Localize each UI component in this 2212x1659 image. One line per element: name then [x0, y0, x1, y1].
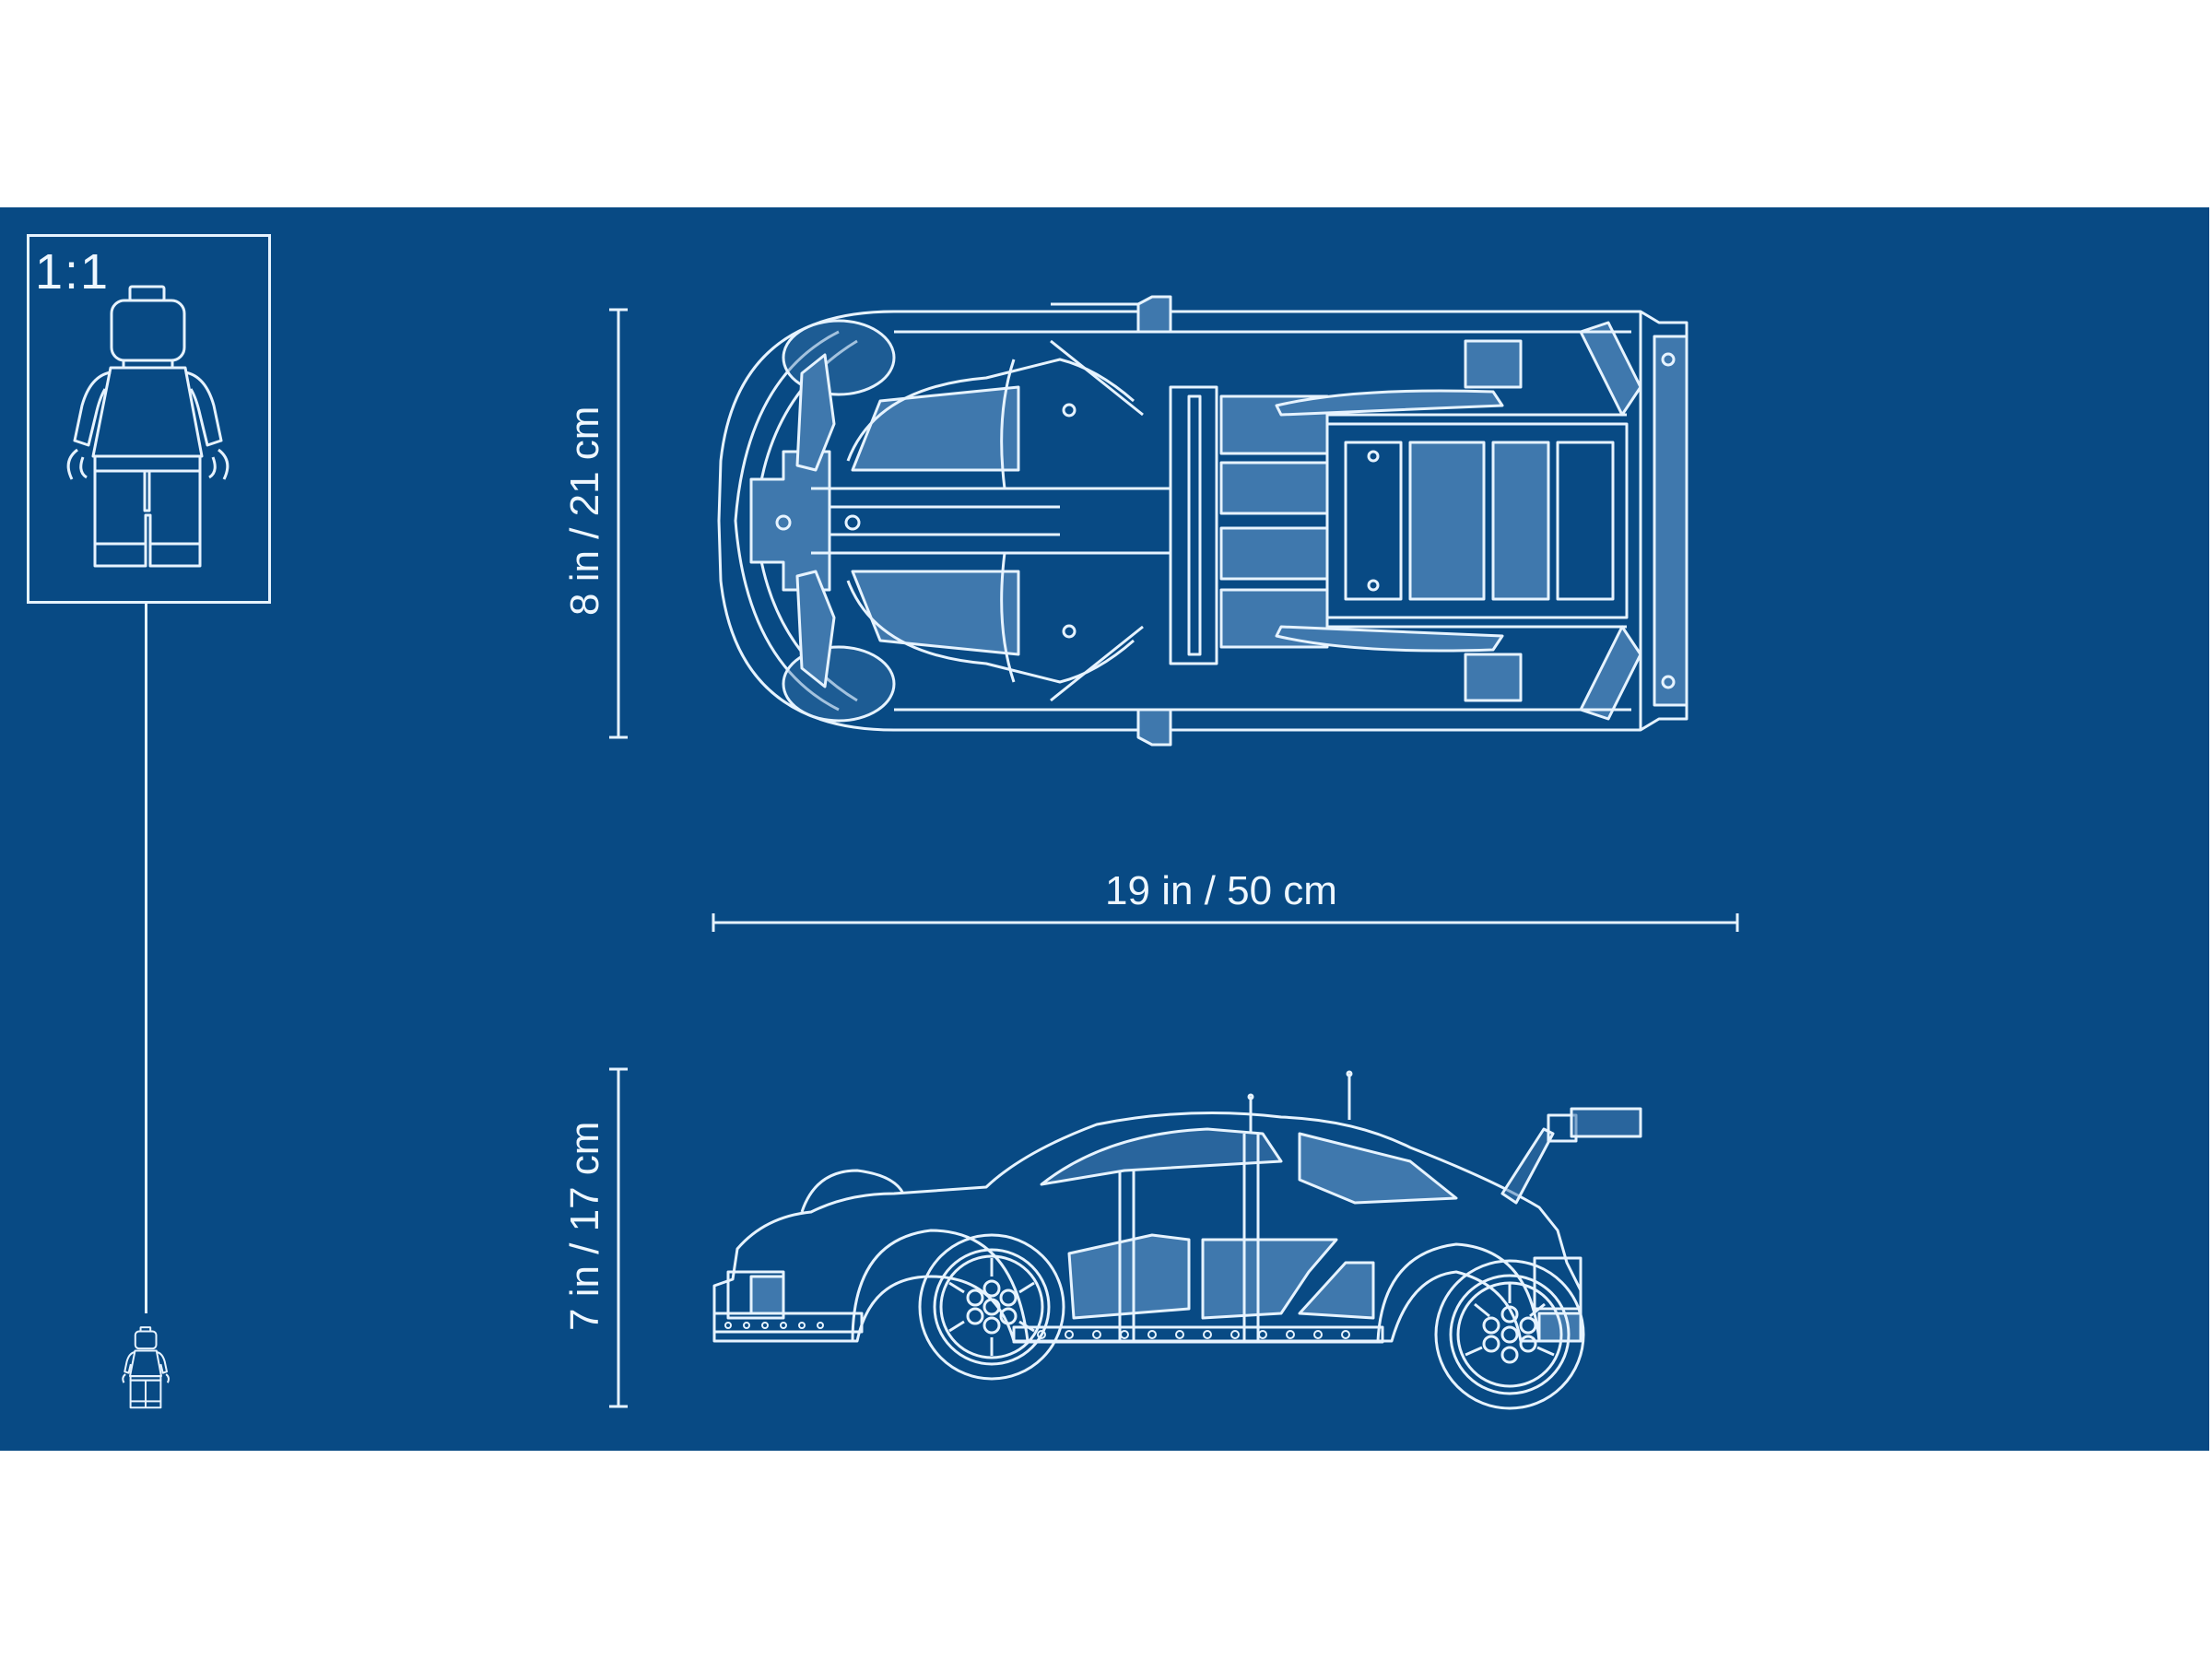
scale-reference-frame: [27, 234, 271, 604]
height-dimension-label: 7 in / 17 cm: [562, 1121, 607, 1331]
width-dimension-line: [609, 308, 628, 739]
length-dimension-label: 19 in / 50 cm: [1105, 868, 1337, 913]
height-dimension-line: [609, 1067, 628, 1408]
length-dimension-line: [712, 913, 1739, 932]
minifigure-icon: [66, 285, 229, 568]
scale-label: 1:1: [35, 244, 111, 300]
car-top-view: [717, 295, 1688, 747]
minifigure-small-icon: [122, 1326, 170, 1409]
connector-line: [145, 604, 147, 1313]
front-wheel: [918, 1233, 1065, 1381]
blueprint-background: [0, 207, 2209, 1451]
width-dimension-label: 8 in / 21 cm: [562, 406, 607, 616]
car-side-view: [712, 1070, 1642, 1410]
rear-wheel: [1434, 1259, 1585, 1410]
